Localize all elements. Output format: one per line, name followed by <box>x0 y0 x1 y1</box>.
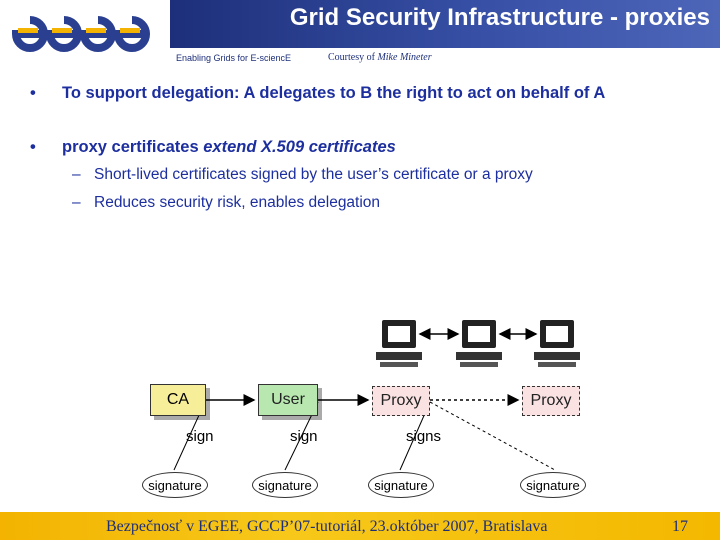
node-user: User <box>258 384 318 416</box>
delegation-diagram <box>154 320 580 471</box>
computer-icon <box>534 320 580 367</box>
slide-title: Grid Security Infrastructure - proxies <box>289 4 710 31</box>
courtesy-note: Courtesy of Mike Mineter <box>328 52 432 63</box>
sign-label: sign <box>186 428 214 445</box>
tagline: Enabling Grids for E-sciencE <box>176 53 292 63</box>
node-proxy-2: Proxy <box>522 386 580 416</box>
signature-ellipse: signature <box>520 472 586 498</box>
signature-ellipse: signature <box>368 472 434 498</box>
page-number: 17 <box>672 518 688 535</box>
sign-label: signs <box>406 428 442 445</box>
slide-footer <box>0 512 720 540</box>
signature-ellipse: signature <box>252 472 318 498</box>
footer-text: Bezpečnosť v EGEE, GCCP’07-tutoriál, 23.… <box>106 518 548 535</box>
signature-ellipse: signature <box>142 472 208 498</box>
computer-icon <box>456 320 502 367</box>
computer-icon <box>376 320 422 367</box>
node-proxy-1: Proxy <box>372 386 430 416</box>
sign-label: sign <box>290 428 318 445</box>
node-ca: CA <box>150 384 206 416</box>
egee-logo <box>6 4 166 60</box>
slide-header: Grid Security Infrastructure - proxies E… <box>0 0 720 66</box>
